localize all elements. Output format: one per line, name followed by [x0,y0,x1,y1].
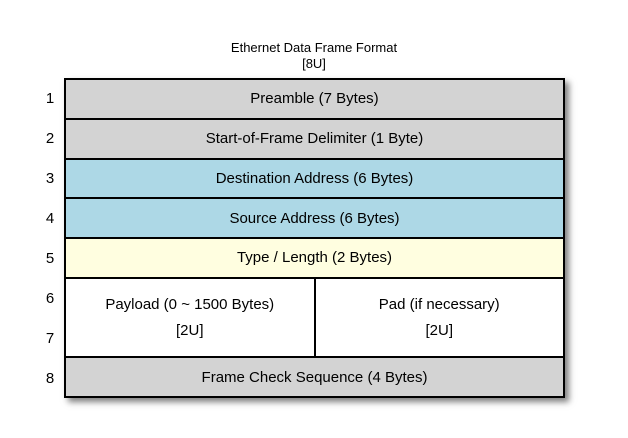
row-preamble: Preamble (7 Bytes) [66,80,563,118]
row-number-5: 5 [45,249,55,267]
row-type-length: Type / Length (2 Bytes) [66,239,563,277]
ethernet-frame-table: Preamble (7 Bytes) Start-of-Frame Delimi… [64,78,565,398]
diagram-subtitle: [8U] [302,56,326,71]
row-number-8: 8 [45,369,55,387]
row-number-6: 6 [45,289,55,307]
row-number-1: 1 [45,89,55,107]
row-number-2: 2 [45,129,55,147]
row-number-7: 7 [45,329,55,347]
pad-label: Pad (if necessary) [378,296,500,313]
cell-pad: Pad (if necessary) [2U] [315,278,563,357]
row-source-address: Source Address (6 Bytes) [66,199,563,237]
row-number-column: 1 2 3 4 5 6 7 8 [34,78,66,398]
diagram-header: Ethernet Data Frame Format [8U] [0,40,628,72]
row-destination-address: Destination Address (6 Bytes) [66,159,563,198]
row-start-of-frame-delimiter: Start-of-Frame Delimiter (1 Byte) [66,119,563,158]
row-number-3: 3 [45,169,55,187]
diagram-title: Ethernet Data Frame Format [230,40,398,55]
pad-units: [2U] [425,322,453,339]
cell-payload: Payload (0 ~ 1500 Bytes) [2U] [66,278,314,357]
row-frame-check-sequence: Frame Check Sequence (4 Bytes) [66,358,563,396]
row-number-4: 4 [45,209,55,227]
payload-units: [2U] [175,322,204,339]
payload-label: Payload (0 ~ 1500 Bytes) [105,296,275,313]
